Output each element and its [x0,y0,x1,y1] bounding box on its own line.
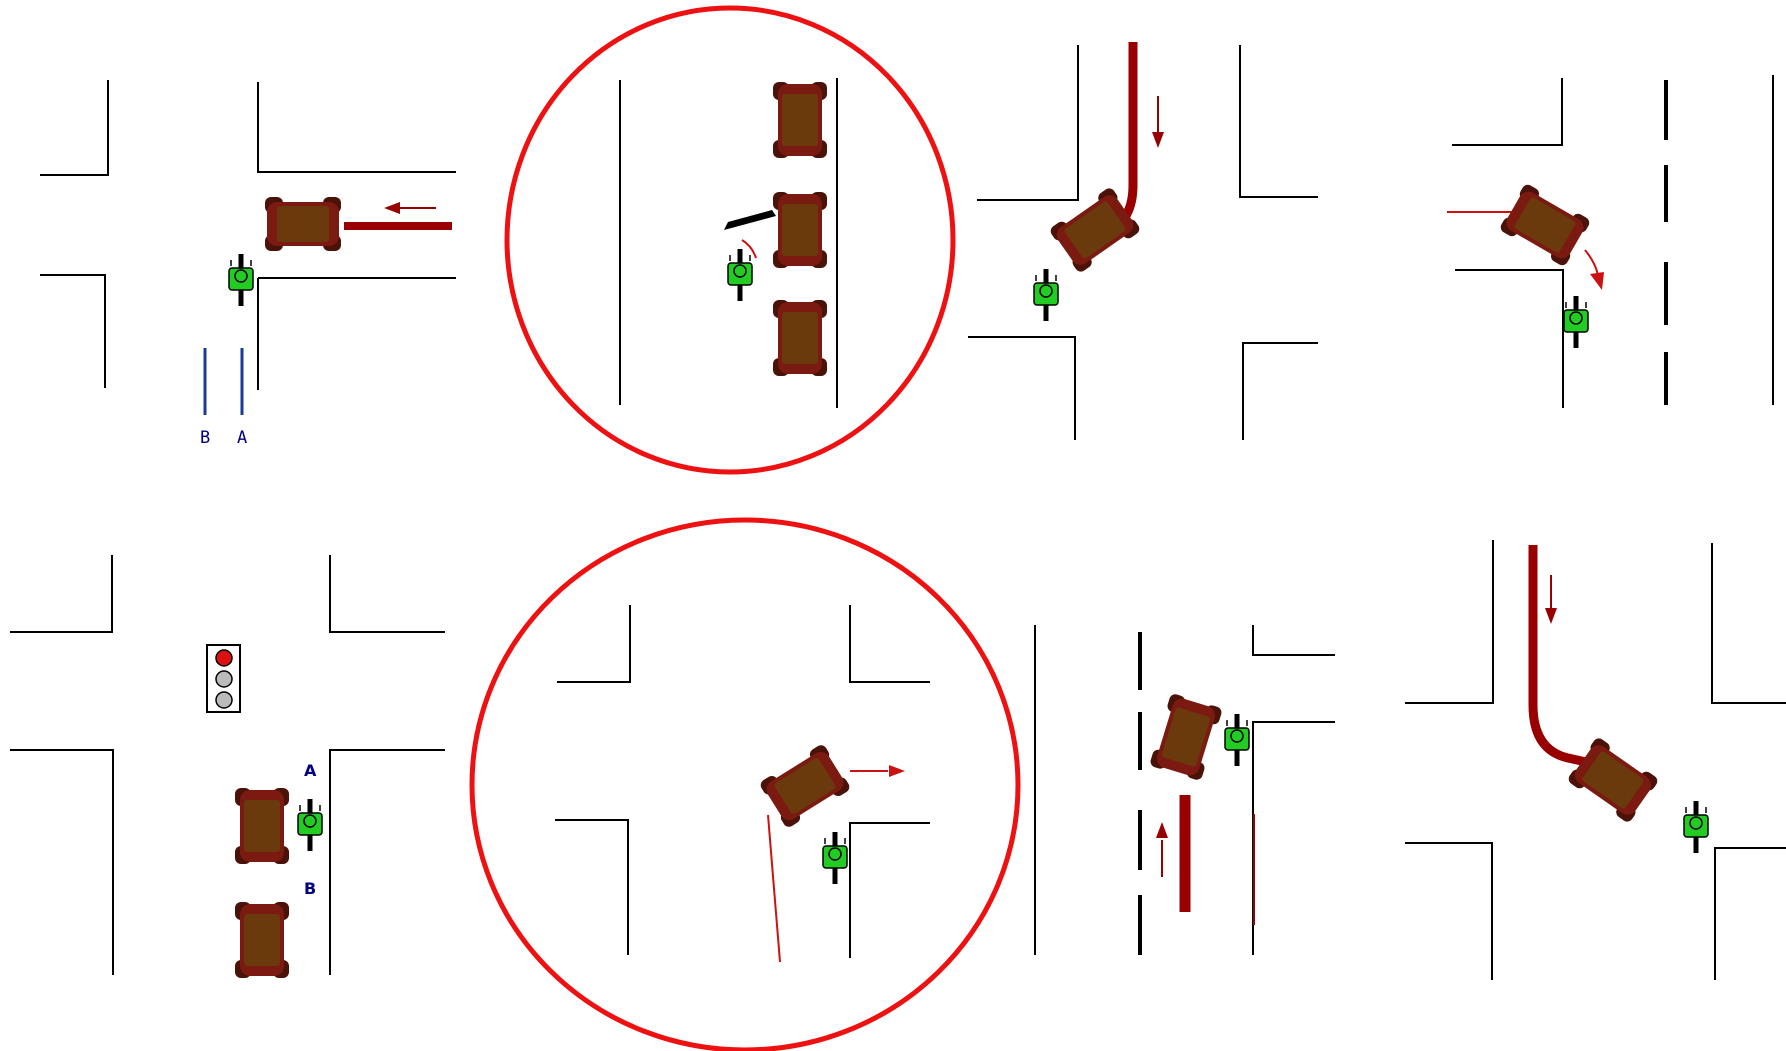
scene-8 [1405,540,1786,980]
scene-4-road [1452,75,1774,408]
scene-6-road [555,605,930,958]
scene-7 [1034,625,1335,955]
scene-1-arrow [384,202,436,214]
scene-7-arrow [1156,822,1168,877]
scene-8-road [1405,540,1786,980]
scene-6-car-path [767,814,781,963]
scene-8-cyclist [1683,800,1709,854]
scene-5-car [235,788,289,864]
scene-3-arrow [1152,96,1164,148]
scene-1-label-b: B [200,428,210,448]
scene-2 [504,5,956,475]
scene-5-label-a: A [304,761,317,780]
scene-5-cyclist [297,798,323,852]
scene-4-arrow [1584,249,1604,290]
scene-5-car [235,902,289,978]
scene-3 [968,42,1318,440]
scene-2-cyclist [727,248,753,302]
scene-7-cyclist [1224,713,1250,767]
scene-6-car [758,742,852,830]
scene-6-highlight-circle [469,517,1021,1051]
scene-2-door-arc [741,239,757,259]
scene-3-cyclist [1033,268,1059,322]
scene-1-car [265,197,341,251]
scene-2-highlight-circle [504,5,956,475]
scene-5: A B [10,555,445,978]
scene-8-arrow [1545,575,1557,624]
scene-5-light-red [215,649,233,667]
scene-2-parked-car [773,300,827,376]
scene-3-road [968,45,1318,440]
scene-5-road [10,555,445,975]
scene-7-car [1149,692,1223,782]
scene-4-car [1498,182,1592,268]
scene-8-car-path [1528,545,1596,769]
scene-1-label-a: A [237,428,247,448]
scene-6-arrow [850,765,905,777]
scene-2-car-door [724,210,776,230]
scene-2-car-open-door [773,192,827,268]
scene-1: B A [40,80,456,448]
scene-8-car [1566,736,1660,824]
scene-6-cyclist [822,831,848,885]
scene-5-label-b: B [304,879,316,898]
scene-4-cyclist [1563,295,1589,349]
scene-4 [1447,75,1774,408]
scene-2-parked-car [773,82,827,158]
scene-1-road [40,80,456,390]
scene-5-traffic-light [206,644,241,713]
scene-1-cyclist [228,253,254,307]
scene-6 [469,517,1021,1051]
